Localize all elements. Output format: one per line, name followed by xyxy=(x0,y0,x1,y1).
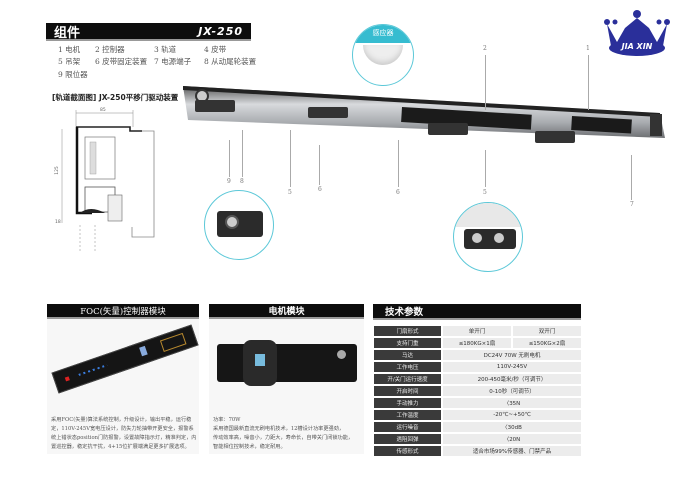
controller-module-panel: FOC(矢量)控制器模块 采用FOC(矢量)算法系统控制，升级设计，输出平稳，运… xyxy=(47,304,199,454)
spec-label: 工作温度 xyxy=(374,410,441,420)
motor-power: 功率：70W xyxy=(213,417,241,423)
spec-value: 双开门 xyxy=(513,326,581,336)
spec-label: 开/关门运行速度 xyxy=(374,374,441,384)
spec-label: 工作电压 xyxy=(374,362,441,372)
legend-item: 6 皮带固定装置 xyxy=(95,57,148,66)
legend-item: 4 皮带 xyxy=(204,45,227,54)
dim-width: 85 xyxy=(100,108,106,113)
spec-label: 手动推力 xyxy=(374,398,441,408)
component-header: 组件 JX-250 xyxy=(46,23,251,41)
spec-label: 传感形式 xyxy=(374,446,441,456)
section-subtitle: [轨道截面图] JX-250平移门驱动装置 xyxy=(52,93,179,102)
legend-item: 2 控制器 xyxy=(95,45,125,54)
spec-label: 遇阻回弹 xyxy=(374,434,441,444)
callout-number: 5 xyxy=(483,189,487,196)
spec-value: ≤150KG×2扇 xyxy=(513,338,581,348)
dim-bottom: 18 xyxy=(55,220,61,225)
spec-row: 遇阻回弹〈20N xyxy=(374,434,581,444)
spec-value: 0-10秒（可调节） xyxy=(443,386,581,396)
spec-label: 马达 xyxy=(374,350,441,360)
component-title: 组件 xyxy=(54,25,81,41)
callout-number: 9 xyxy=(227,178,231,185)
spec-value: 〈30dB xyxy=(443,422,581,432)
spec-value: 单开门 xyxy=(443,326,511,336)
model-label: JX-250 xyxy=(198,24,243,38)
sensor-label: 感应器 xyxy=(353,25,413,43)
specs-title-text: 技术参数 xyxy=(385,307,424,318)
spec-label: 支持门重 xyxy=(374,338,441,348)
spec-row: 支持门重≤180KG×1扇≤150KG×2扇 xyxy=(374,338,581,348)
controller-module-title: FOC(矢量)控制器模块 xyxy=(47,304,199,319)
motor-desc-line: 采用德国最新直流无刷电机技术，12槽设计功率更强劲， xyxy=(213,426,345,432)
motor-module-panel: 电机模块 功率：70W 采用德国最新直流无刷电机技术，12槽设计功率更强劲， 传… xyxy=(209,304,364,454)
spec-value: 〈35N xyxy=(443,398,581,408)
callout-number: 6 xyxy=(396,189,400,196)
jiaxin-logo: JIA XIN xyxy=(603,8,671,58)
spec-label: 门扇形式 xyxy=(374,326,441,336)
motor-image xyxy=(217,340,357,386)
hanger-detail-callout xyxy=(453,202,523,272)
spec-label: 运行噪音 xyxy=(374,422,441,432)
callout-number: 5 xyxy=(288,189,292,196)
controller-image xyxy=(51,324,199,394)
sensor-icon xyxy=(363,45,403,65)
specs-title: 技术参数 xyxy=(373,304,581,320)
spec-value: 适合市场99%传感器、门禁产品 xyxy=(443,446,581,456)
callout-number: 2 xyxy=(483,45,487,52)
logo-text: JIA XIN xyxy=(621,42,653,51)
motor-module-title: 电机模块 xyxy=(209,304,364,319)
spec-value: 〈20N xyxy=(443,434,581,444)
legend-item: 1 电机 xyxy=(58,45,81,54)
legend-item: 5 吊架 xyxy=(58,57,81,66)
spec-label: 开启时间 xyxy=(374,386,441,396)
callout-number: 7 xyxy=(630,201,634,208)
pulley-detail-callout xyxy=(204,190,274,260)
callout-number: 1 xyxy=(586,45,590,52)
spec-value: 200-450毫米/秒（可调节） xyxy=(443,374,581,384)
legend-item: 8 从动尾轮装置 xyxy=(204,57,257,66)
spec-value: -20℃~+50℃ xyxy=(443,410,581,420)
motor-desc-line: 智能相位控制技术，稳定耐用。 xyxy=(213,444,286,450)
legend-item: 3 轨道 xyxy=(154,45,177,54)
legend-item: 9 限位器 xyxy=(58,70,88,79)
spec-row: 运行噪音〈30dB xyxy=(374,422,581,432)
callout-number: 6 xyxy=(318,186,322,193)
spec-row: 工作温度-20℃~+50℃ xyxy=(374,410,581,420)
door-operator-rail-image xyxy=(183,86,665,143)
dim-height: 125 xyxy=(54,166,60,175)
spec-row: 传感形式适合市场99%传感器、门禁产品 xyxy=(374,446,581,456)
callout-number: 8 xyxy=(240,178,244,185)
motor-desc-line: 传动效率高，噪音小，力距大，寿命长，自带关门闭锁功能， xyxy=(213,435,354,441)
track-cross-section-diagram xyxy=(61,110,155,253)
spec-value: ≤180KG×1扇 xyxy=(443,338,511,348)
spec-row: 门扇形式单开门双开门 xyxy=(374,326,581,336)
sensor-callout: 感应器 xyxy=(352,24,414,86)
spec-value: DC24V 70W 无刷电机 xyxy=(443,350,581,360)
legend-item: 7 电源端子 xyxy=(154,57,192,66)
spec-row: 手动推力〈35N xyxy=(374,398,581,408)
controller-description: 采用FOC(矢量)算法系统控制，升级设计，输出平稳，运行稳定，110V-245V… xyxy=(51,417,197,450)
spec-value: 110V-245V xyxy=(443,362,581,372)
